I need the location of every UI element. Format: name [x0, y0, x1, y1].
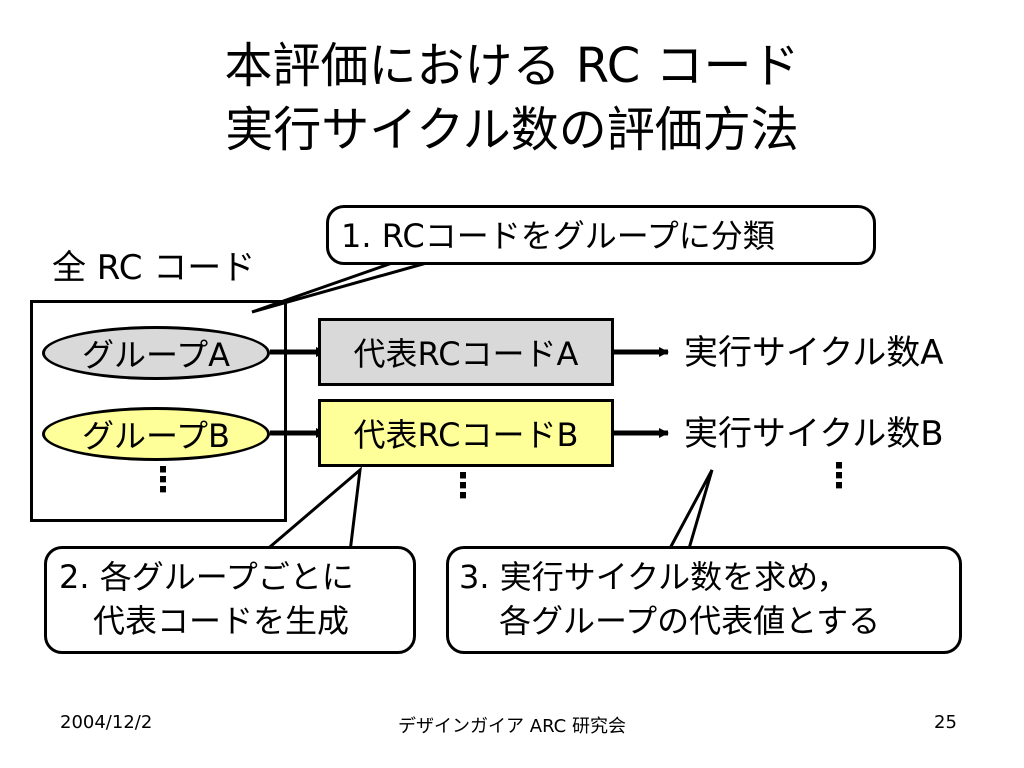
representative-code-a-label: 代表RCコードA	[353, 335, 579, 373]
cycle-count-more-ellipsis: ⋮	[822, 456, 856, 496]
cycle-count-b: 実行サイクル数B	[684, 414, 944, 454]
callout-step2-line2: 代表コードを生成	[93, 602, 350, 640]
footer-date: 2004/12/2	[60, 712, 153, 733]
callout-step2-line1: 2. 各グループごとに	[59, 558, 354, 596]
representative-more-ellipsis: ⋮	[446, 466, 480, 506]
callout-step3-line2: 各グループの代表値とする	[499, 602, 881, 640]
group-b-ellipse: グループB	[42, 407, 270, 461]
group-b-label: グループB	[81, 417, 231, 455]
callout-step1: 1. RCコードをグループに分類	[326, 205, 876, 265]
representative-code-b-label: 代表RCコードB	[353, 416, 579, 454]
all-rc-codes-label: 全 RC コード	[52, 248, 256, 288]
callout-step2: 2. 各グループごとに 代表コードを生成	[44, 546, 416, 654]
group-a-label: グループA	[82, 336, 230, 374]
all-rc-codes-box	[30, 300, 287, 522]
callout-step1-text: 1. RCコードをグループに分類	[341, 217, 775, 255]
callout-step3: 3. 実行サイクル数を求め， 各グループの代表値とする	[446, 546, 962, 654]
callout-step3-line1: 3. 実行サイクル数を求め，	[459, 558, 849, 596]
slide-title-line1: 本評価における RC コード	[224, 38, 800, 94]
group-a-ellipse: グループA	[42, 326, 270, 380]
slide-title-line2: 実行サイクル数の評価方法	[225, 102, 799, 158]
representative-code-b-box: 代表RCコードB	[318, 399, 614, 467]
footer-page-number: 25	[934, 712, 957, 733]
cycle-count-a: 実行サイクル数A	[684, 333, 944, 373]
callout3-pointer	[665, 469, 714, 554]
representative-code-a-box: 代表RCコードA	[318, 318, 614, 386]
footer-event: デザインガイア ARC 研究会	[398, 716, 626, 737]
group-more-ellipsis: ⋮	[146, 460, 180, 500]
